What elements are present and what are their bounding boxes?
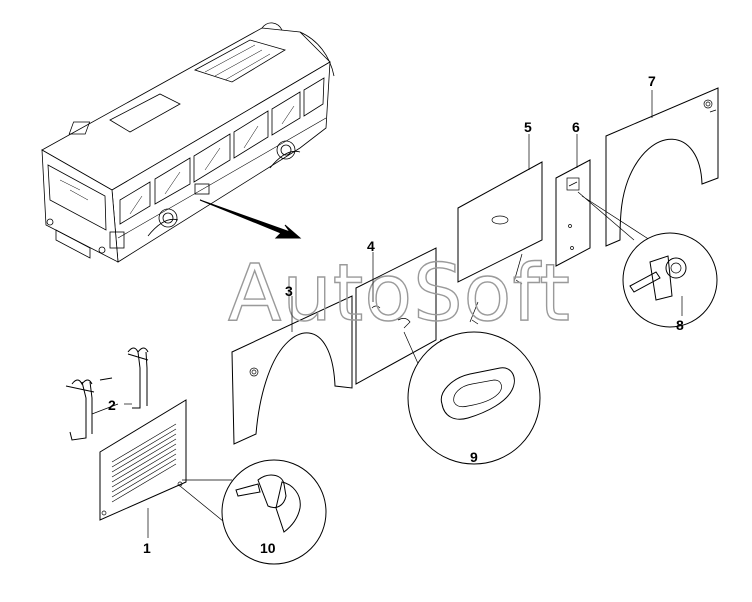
- leader-lines: [91, 90, 683, 538]
- callout-1: 1: [143, 540, 151, 556]
- part-5-panel: [457, 161, 543, 325]
- part-3-wheel-arch-panel: [231, 295, 353, 445]
- detail-10-clip: [179, 459, 327, 565]
- detail-8-lock: [577, 191, 718, 328]
- callout-8: 8: [676, 317, 684, 333]
- callout-4: 4: [367, 238, 375, 254]
- callout-10: 10: [260, 540, 276, 556]
- part-4-panel: [355, 247, 437, 385]
- callout-6: 6: [572, 119, 580, 135]
- detail-9-latch: [403, 331, 541, 465]
- part-6-panel: [555, 159, 591, 267]
- callout-5: 5: [524, 119, 532, 135]
- part-2-hinge-brackets: [65, 347, 149, 441]
- watermark-text: AutoSoft: [228, 249, 571, 339]
- location-arrow: [199, 199, 302, 239]
- bus-illustration: [41, 22, 335, 263]
- callout-7: 7: [648, 73, 656, 89]
- part-1-grille-panel: [99, 399, 187, 521]
- callout-9: 9: [470, 449, 478, 465]
- callout-2: 2: [108, 397, 116, 413]
- callout-3: 3: [285, 283, 293, 299]
